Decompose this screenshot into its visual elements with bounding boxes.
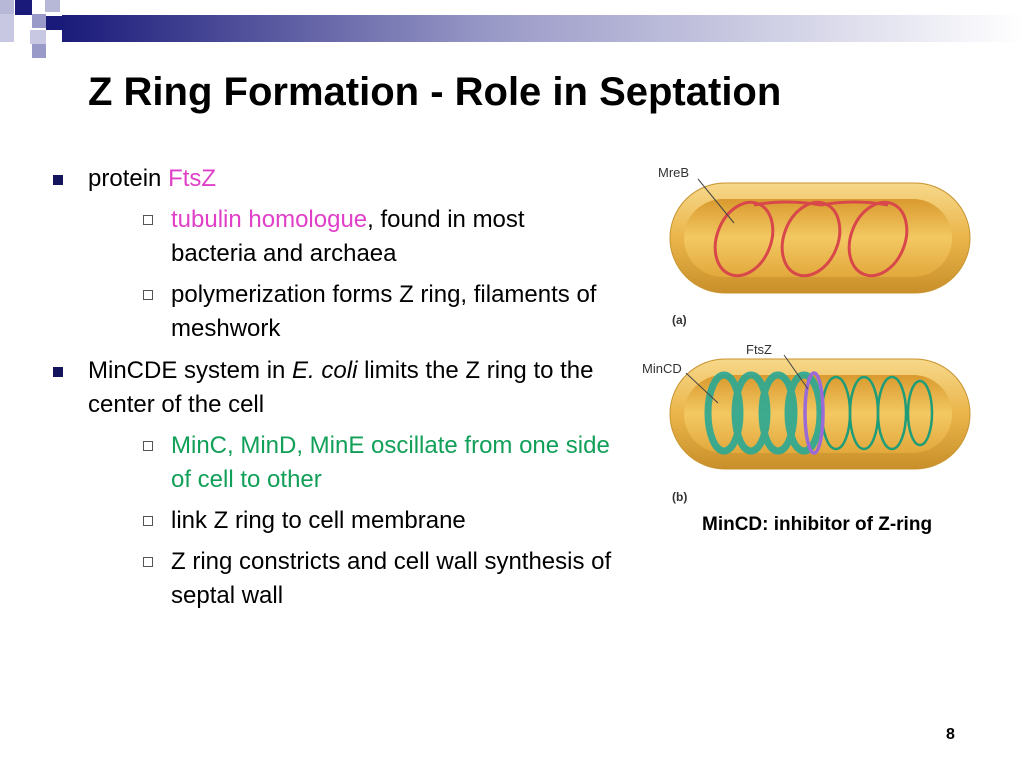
- header-gradient-bar: [62, 15, 1024, 42]
- sub-bullet-tubulin: tubulin homologue, found in most bacteri…: [88, 203, 615, 271]
- mreb-label: MreB: [658, 165, 689, 180]
- sub-bullet-oscillate: MinC, MinD, MinE oscillate from one side…: [88, 429, 615, 497]
- hollow-square-icon: [143, 516, 153, 526]
- bullet-square-icon: [53, 367, 63, 377]
- slide-title: Z Ring Formation - Role in Septation: [88, 70, 782, 114]
- hollow-square-icon: [143, 290, 153, 300]
- sub-bullet-polymerization: polymerization forms Z ring, filaments o…: [88, 278, 615, 346]
- sub-bullet-link-membrane: link Z ring to cell membrane: [88, 504, 615, 538]
- corner-square-dark: [15, 0, 32, 15]
- hollow-square-icon: [143, 441, 153, 451]
- mincd-label: MinCD: [642, 361, 682, 376]
- page-number: 8: [946, 726, 955, 743]
- cell-diagram: MreB (a) MinCD FtsZ (b): [642, 165, 971, 504]
- ftsz-label: FtsZ: [746, 342, 772, 357]
- figure-a-label: (a): [672, 313, 687, 327]
- sub-bullet-constricts: Z ring constricts and cell wall synthesi…: [88, 545, 615, 613]
- hollow-square-icon: [143, 557, 153, 567]
- ftsz-ring: [803, 371, 825, 455]
- figure-caption: MinCD: inhibitor of Z-ring: [702, 514, 933, 535]
- cell-a: MreB (a): [658, 165, 971, 327]
- bullet-square-icon: [53, 175, 63, 185]
- header-decoration: [0, 0, 1024, 58]
- bullet-list: protein FtsZ tubulin homologue, found in…: [50, 162, 615, 621]
- corner-square-dark: [46, 16, 62, 30]
- bullet-ftsz: protein FtsZ tubulin homologue, found in…: [50, 162, 615, 346]
- bullet-mincde: MinCDE system in E. coli limits the Z ri…: [50, 354, 615, 613]
- ftsz-highlight: FtsZ: [168, 165, 217, 192]
- figure-b-label: (b): [672, 490, 687, 504]
- hollow-square-icon: [143, 215, 153, 225]
- cell-b: MinCD FtsZ (b): [642, 342, 971, 504]
- mreb-helix: [713, 200, 909, 278]
- mincd-coils: [704, 371, 824, 455]
